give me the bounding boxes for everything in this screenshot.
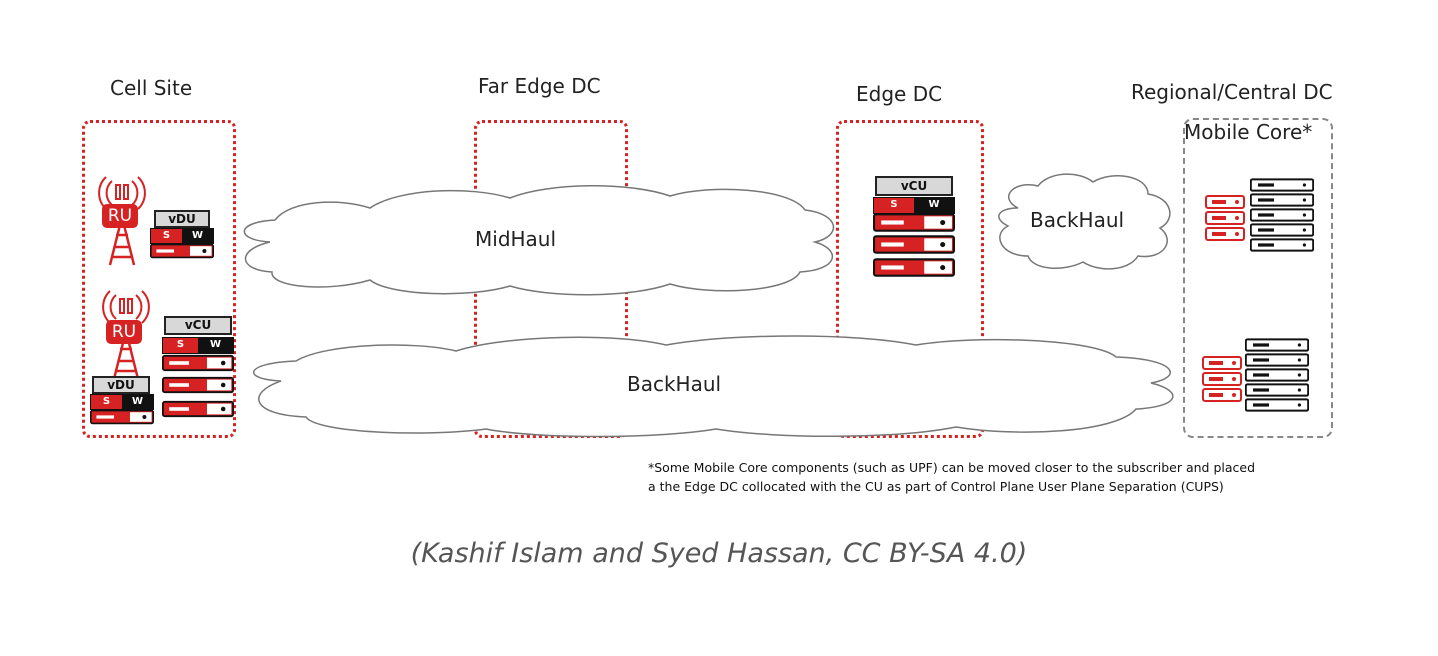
server-icon bbox=[873, 258, 955, 277]
vdu-box-top: vDU bbox=[154, 210, 210, 228]
ru-badge: RU bbox=[106, 320, 142, 344]
cell-site-zone bbox=[82, 120, 236, 438]
server-icon bbox=[162, 376, 234, 394]
footnote-line-2: a the Edge DC collocated with the CU as … bbox=[648, 479, 1224, 494]
vcu-box-cell: vCU bbox=[164, 316, 232, 335]
server-icon bbox=[1250, 223, 1314, 237]
far-edge-dc-label: Far Edge DC bbox=[478, 74, 601, 98]
w-label: W bbox=[122, 395, 153, 409]
server-icon bbox=[162, 400, 234, 418]
s-label: S bbox=[91, 395, 122, 409]
midhaul-label: MidHaul bbox=[475, 227, 557, 251]
backhaul-small-cloud bbox=[998, 173, 1171, 270]
s-label: S bbox=[874, 198, 914, 213]
mobile-core-label: Mobile Core* bbox=[1184, 120, 1313, 144]
regional-dc-label: Regional/Central DC bbox=[1131, 80, 1333, 104]
w-label: W bbox=[914, 198, 954, 213]
server-icon bbox=[1250, 178, 1314, 192]
server-icon bbox=[873, 235, 955, 254]
server-icon bbox=[1250, 238, 1314, 252]
server-icon bbox=[1250, 208, 1314, 222]
vcu-box-edge: vCU bbox=[875, 176, 953, 196]
server-icon bbox=[162, 354, 234, 372]
server-icon bbox=[1245, 398, 1309, 412]
server-icon bbox=[1250, 193, 1314, 207]
server-icon bbox=[90, 409, 154, 425]
s-label: S bbox=[151, 229, 182, 243]
server-icon bbox=[1245, 368, 1309, 382]
server-icon bbox=[150, 243, 214, 259]
server-icon bbox=[873, 213, 955, 232]
figure-caption: (Kashif Islam and Syed Hassan, CC BY-SA … bbox=[410, 538, 1028, 569]
footnote-line-1: *Some Mobile Core components (such as UP… bbox=[648, 460, 1256, 475]
server-icon bbox=[1205, 227, 1245, 241]
server-icon bbox=[1205, 211, 1245, 225]
backhaul-main-label: BackHaul bbox=[627, 372, 722, 396]
edge-dc-label: Edge DC bbox=[856, 82, 943, 106]
server-icon bbox=[1205, 195, 1245, 209]
w-label: W bbox=[198, 338, 233, 353]
mobile-core-zone bbox=[1183, 118, 1333, 438]
server-icon bbox=[1245, 383, 1309, 397]
server-icon bbox=[1202, 388, 1242, 402]
ru-badge: RU bbox=[102, 204, 138, 228]
server-icon bbox=[1202, 356, 1242, 370]
midhaul-cloud bbox=[243, 185, 834, 296]
edge-dc-zone bbox=[836, 120, 984, 438]
s-label: S bbox=[163, 338, 198, 353]
backhaul-small-label: BackHaul bbox=[1030, 208, 1125, 232]
backhaul-main-cloud bbox=[252, 335, 1174, 438]
w-label: W bbox=[182, 229, 213, 243]
server-icon bbox=[1245, 353, 1309, 367]
server-icon bbox=[1202, 372, 1242, 386]
server-icon bbox=[1245, 338, 1309, 352]
cell-site-label: Cell Site bbox=[110, 76, 193, 100]
vdu-box-bottom: vDU bbox=[92, 376, 150, 394]
footnote: *Some Mobile Core components (such as UP… bbox=[648, 458, 1255, 496]
